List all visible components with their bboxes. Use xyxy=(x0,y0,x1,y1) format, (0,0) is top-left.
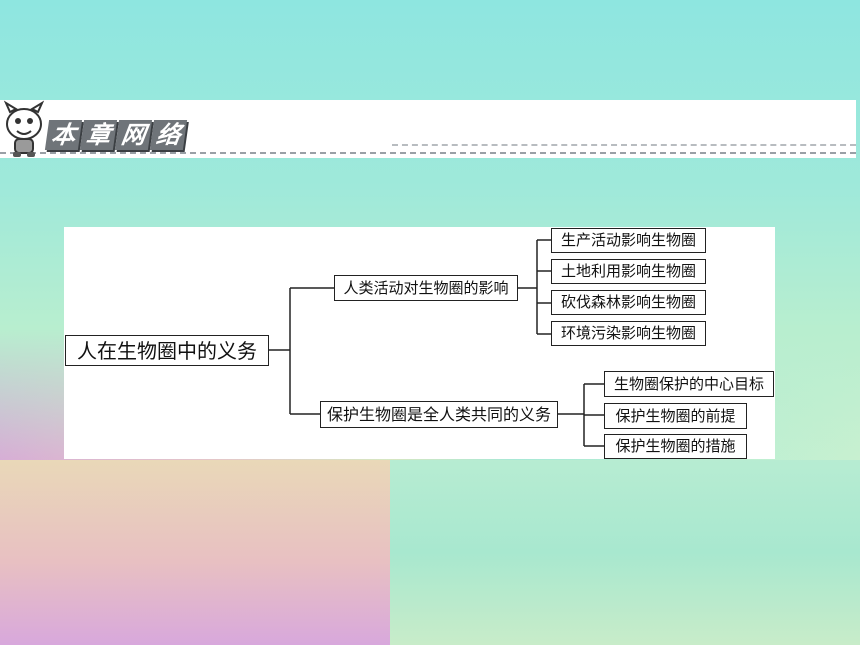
title-char: 络 xyxy=(149,120,188,150)
leaf-node: 保护生物圈的前提 xyxy=(604,403,747,429)
title-char: 网 xyxy=(114,120,153,150)
title-char: 本 xyxy=(44,120,83,150)
root-node: 人在生物圈中的义务 xyxy=(65,335,269,366)
title-char: 章 xyxy=(79,120,118,150)
branch-node-human-impact: 人类活动对生物圈的影响 xyxy=(334,275,518,301)
banner-dashed-line xyxy=(0,152,856,154)
banner-dashed-line-upper xyxy=(392,144,856,146)
connector-lines xyxy=(269,239,604,447)
branch-node-protect-duty: 保护生物圈是全人类共同的义务 xyxy=(320,401,558,428)
leaf-node: 砍伐森林影响生物圈 xyxy=(551,290,706,315)
chapter-title: 本 章 网 络 xyxy=(44,120,188,150)
leaf-node: 生产活动影响生物圈 xyxy=(551,228,706,253)
leaf-node: 土地利用影响生物圈 xyxy=(551,259,706,284)
concept-map: 人在生物圈中的义务 人类活动对生物圈的影响 保护生物圈是全人类共同的义务 生产活… xyxy=(64,227,775,459)
background-bottom-left xyxy=(0,460,390,645)
mascot-icon xyxy=(3,100,45,157)
leaf-node: 生物圈保护的中心目标 xyxy=(604,371,774,397)
background-bottom-right xyxy=(390,460,860,645)
leaf-node: 保护生物圈的措施 xyxy=(604,434,747,459)
leaf-node: 环境污染影响生物圈 xyxy=(551,321,706,346)
